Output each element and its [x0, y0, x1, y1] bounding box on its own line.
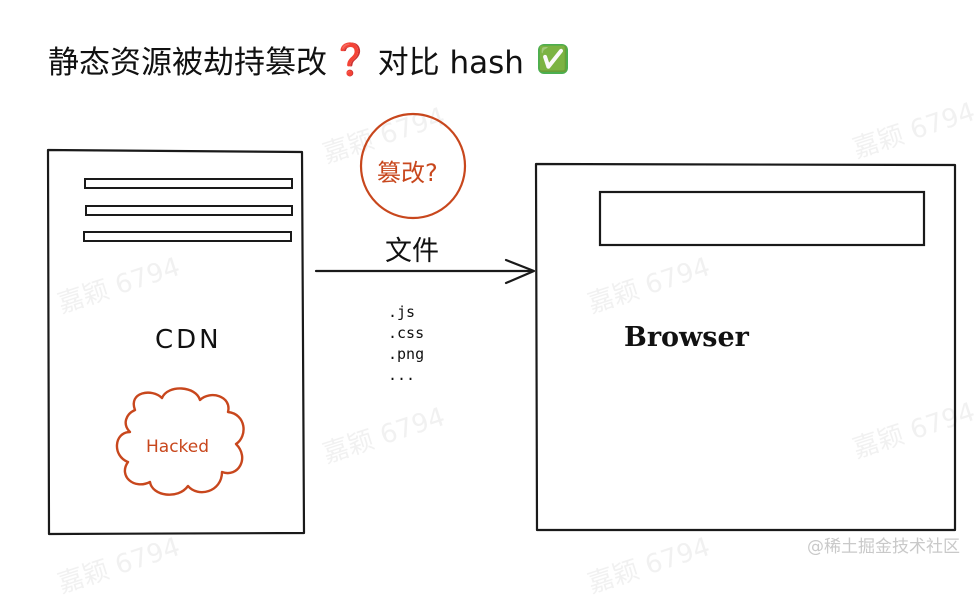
- check-mark-icon: ✅: [537, 44, 568, 74]
- list-item: ...: [388, 366, 416, 384]
- list-item: .png: [388, 345, 425, 363]
- tamper-circle-icon: [359, 112, 467, 220]
- hacked-label: Hacked: [146, 437, 210, 457]
- cdn-content-line: [84, 178, 293, 189]
- arrow-head-icon: [504, 258, 536, 285]
- page-title: 静态资源被劫持篡改 ❓ 对比 hash ✅: [48, 36, 568, 82]
- hacked-cloud-icon: [115, 387, 245, 496]
- list-item: .css: [388, 324, 425, 342]
- cdn-label: CDN: [155, 325, 222, 355]
- browser-label: Browser: [624, 322, 749, 353]
- cdn-box: [46, 148, 306, 536]
- tamper-label: 篡改?: [377, 159, 438, 187]
- file-label: 文件: [385, 236, 439, 267]
- question-mark-icon: ❓: [331, 41, 370, 78]
- cdn-content-line: [83, 231, 292, 242]
- file-extension-list: .js .css .png ...: [388, 302, 424, 386]
- list-item: .js: [388, 303, 416, 321]
- diagram-canvas: [46, 112, 957, 536]
- browser-address-bar: [598, 190, 926, 247]
- browser-box: [534, 162, 957, 532]
- footer-credit: @稀土掘金技术社区: [807, 537, 960, 557]
- cdn-content-line: [85, 205, 293, 216]
- title-compare-text: 对比 hash: [377, 44, 524, 81]
- title-text: 静态资源被劫持篡改: [48, 44, 327, 81]
